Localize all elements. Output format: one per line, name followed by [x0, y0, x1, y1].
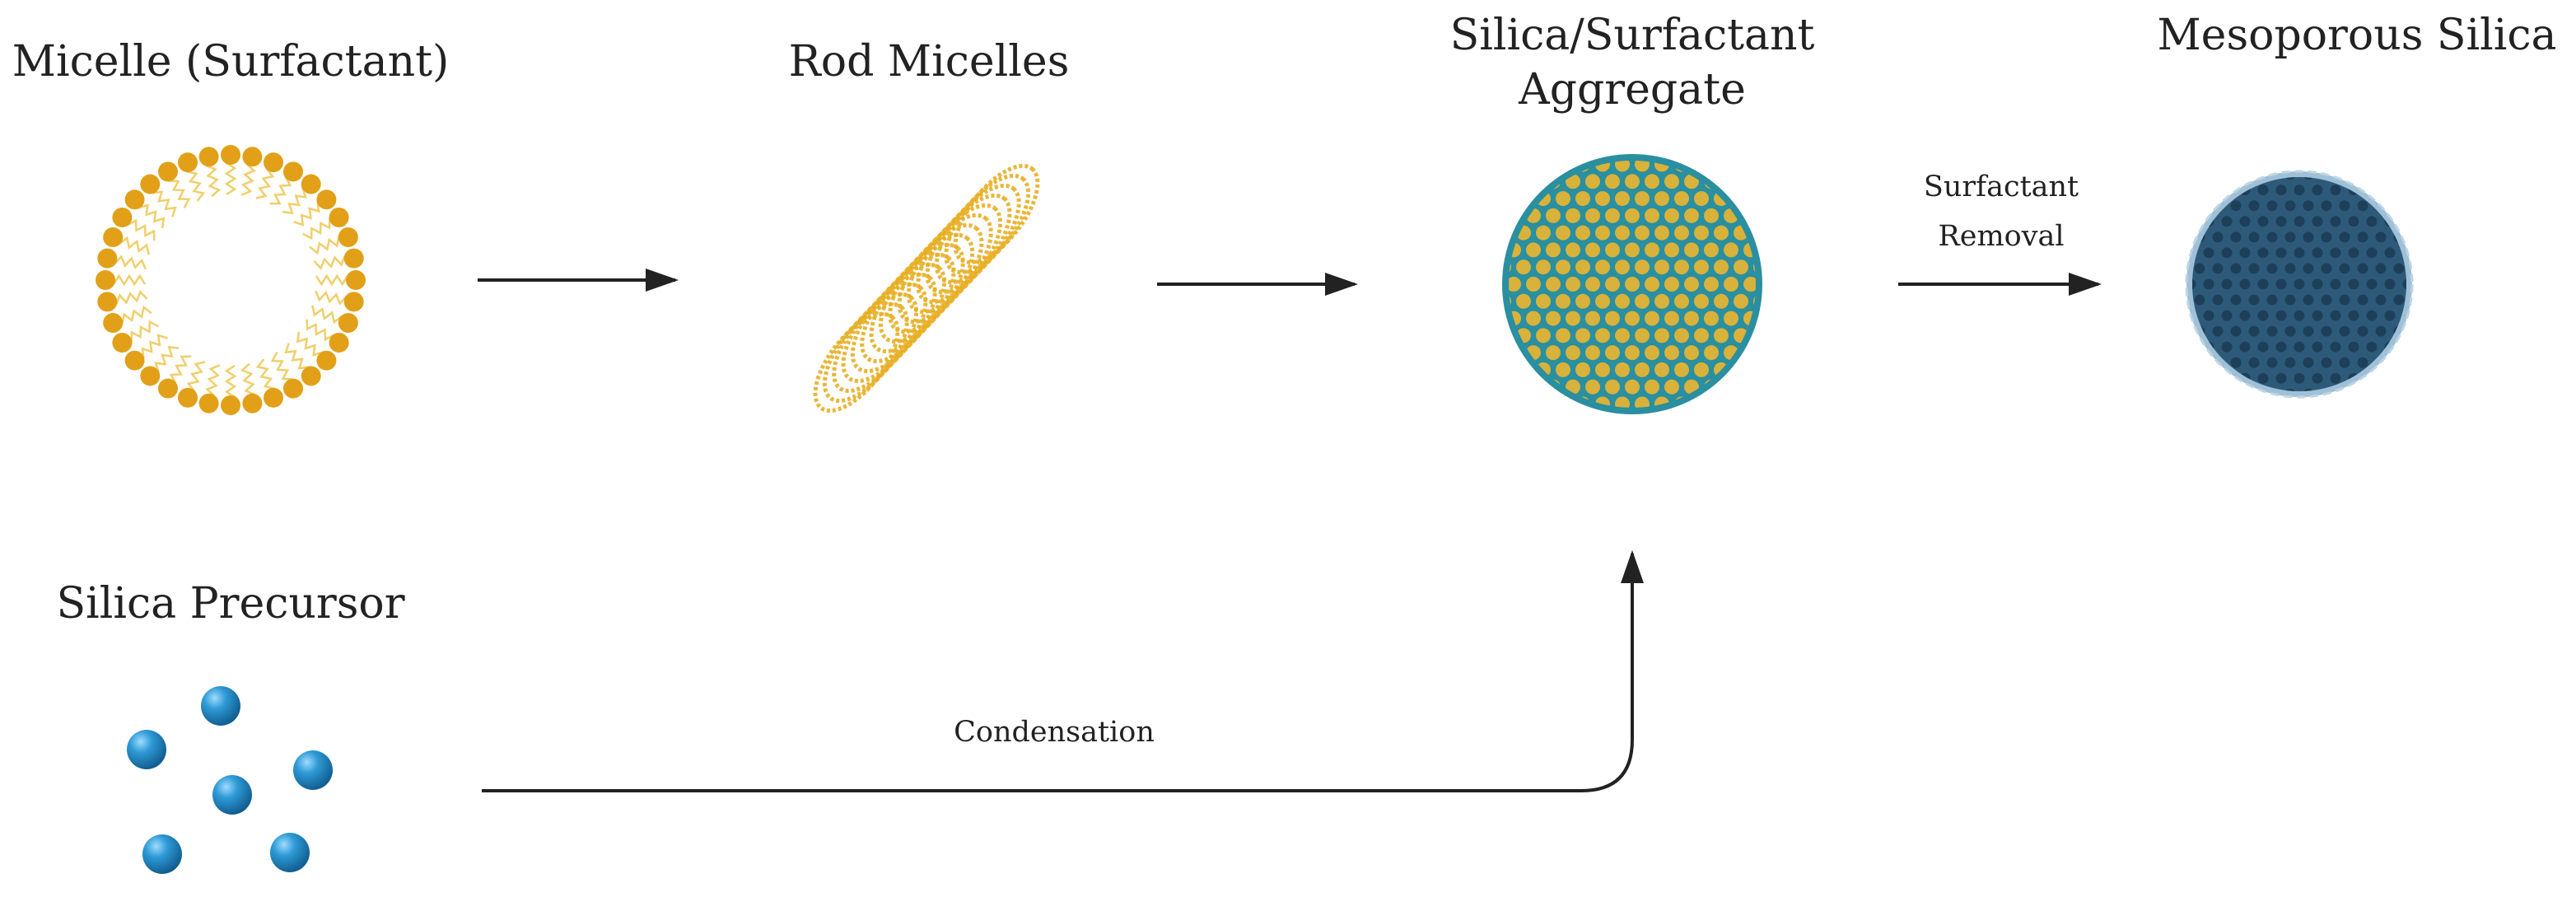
- precursor-sphere: [201, 686, 240, 726]
- precursor-sphere: [127, 730, 166, 769]
- micelle-graphic: [96, 145, 366, 415]
- mesoporous-silica-label: Mesoporous Silica: [2157, 11, 2556, 60]
- condensation-label: Condensation: [954, 716, 1155, 749]
- silica-precursor-label: Silica Precursor: [56, 579, 404, 628]
- aggregate-label-line1: Silica/Surfactant: [1450, 11, 1815, 60]
- surfactant-removal-label-line2: Removal: [1938, 220, 2064, 253]
- rod-micelles-graphic: [813, 163, 1040, 413]
- aggregate-label-line2: Aggregate: [1518, 65, 1746, 114]
- precursor-sphere: [293, 750, 333, 790]
- micelle-label: Micelle (Surfactant): [12, 37, 450, 86]
- rod-micelles-label: Rod Micelles: [789, 37, 1070, 86]
- arrow-condensation: [482, 550, 1644, 792]
- silica-precursor-graphic: [127, 686, 333, 874]
- mesoporous-silica-graphic: [2185, 170, 2414, 399]
- precursor-sphere: [270, 833, 310, 872]
- silica-surfactant-aggregate-graphic: [1502, 154, 1762, 414]
- precursor-sphere: [142, 834, 182, 874]
- precursor-sphere: [212, 775, 252, 815]
- surfactant-removal-label-line1: Surfactant: [1924, 171, 2079, 203]
